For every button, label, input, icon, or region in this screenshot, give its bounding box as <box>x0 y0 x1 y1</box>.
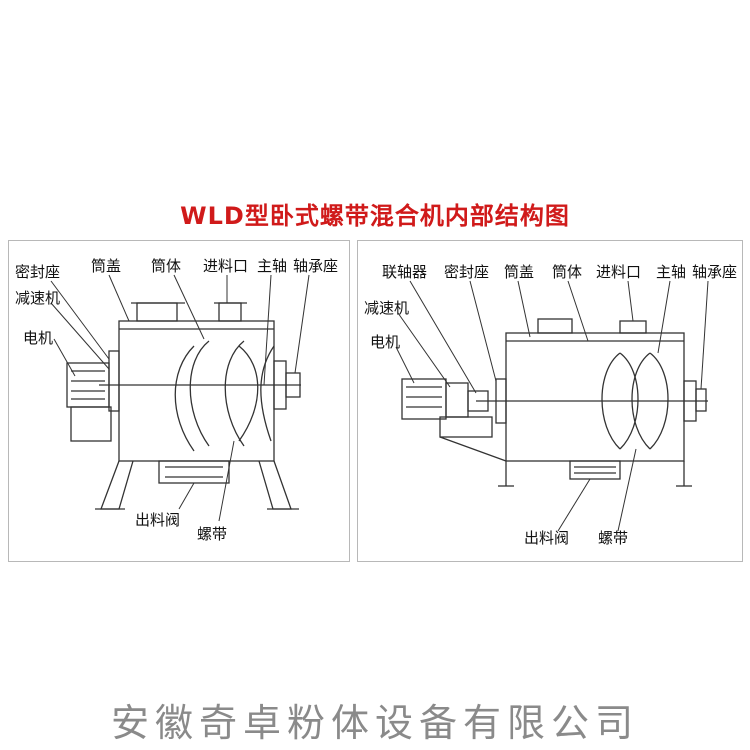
right-label-main-shaft: 主轴 <box>656 263 687 281</box>
left-label-main-shaft: 主轴 <box>257 257 288 275</box>
left-inlet-1 <box>136 302 178 322</box>
left-label-reducer: 减速机 <box>15 289 61 307</box>
right-mixer-drawing <box>395 280 709 532</box>
right-bearing-seat <box>695 388 707 412</box>
right-trough-body <box>505 332 685 462</box>
right-outlet-valve <box>569 460 621 480</box>
right-diagram-panel: 联轴器 密封座 筒盖 筒体 进料口 主轴 轴承座 减速机 电机 出料阀 螺带 <box>357 240 743 562</box>
left-leg-2 <box>258 460 292 510</box>
right-label-body: 筒体 <box>552 263 583 281</box>
left-trough-body <box>118 320 275 462</box>
right-inlet-2 <box>619 320 647 334</box>
right-motor <box>401 378 447 420</box>
left-leg-1 <box>100 460 134 510</box>
left-label-bearing-seat: 轴承座 <box>293 257 339 275</box>
right-label-cover: 筒盖 <box>504 263 535 281</box>
right-label-coupling: 联轴器 <box>382 263 428 281</box>
right-inlet-1 <box>537 318 573 334</box>
left-reducer-base <box>70 406 112 442</box>
left-mixer-drawing <box>50 274 310 522</box>
left-label-cover: 筒盖 <box>91 257 122 275</box>
right-label-bearing-seat: 轴承座 <box>692 263 738 281</box>
company-name: 安徽奇卓粉体设备有限公司 <box>110 701 639 745</box>
diagram-title: WLD型卧式螺带混合机内部结构图 <box>180 202 570 230</box>
right-label-motor: 电机 <box>370 333 401 351</box>
left-label-ribbon: 螺带 <box>197 525 228 543</box>
left-inlet-2 <box>218 302 242 322</box>
right-label-reducer: 减速机 <box>364 299 410 317</box>
left-label-inlet: 进料口 <box>203 257 249 275</box>
left-outlet-valve <box>158 460 230 484</box>
left-diagram-panel: 密封座 筒盖 筒体 进料口 主轴 轴承座 减速机 电机 出料阀 螺带 <box>8 240 350 562</box>
right-coupling <box>467 390 489 412</box>
right-label-ribbon: 螺带 <box>598 529 629 547</box>
left-label-motor: 电机 <box>23 329 54 347</box>
right-label-inlet: 进料口 <box>596 263 642 281</box>
left-label-outlet-valve: 出料阀 <box>135 511 181 529</box>
right-reducer <box>445 382 469 418</box>
left-label-body: 筒体 <box>151 257 182 275</box>
left-end-plate-drive <box>108 350 120 412</box>
left-label-seal-seat: 密封座 <box>15 263 61 281</box>
right-base <box>439 416 493 438</box>
right-label-outlet-valve: 出料阀 <box>524 529 570 547</box>
right-label-seal-seat: 密封座 <box>444 263 490 281</box>
